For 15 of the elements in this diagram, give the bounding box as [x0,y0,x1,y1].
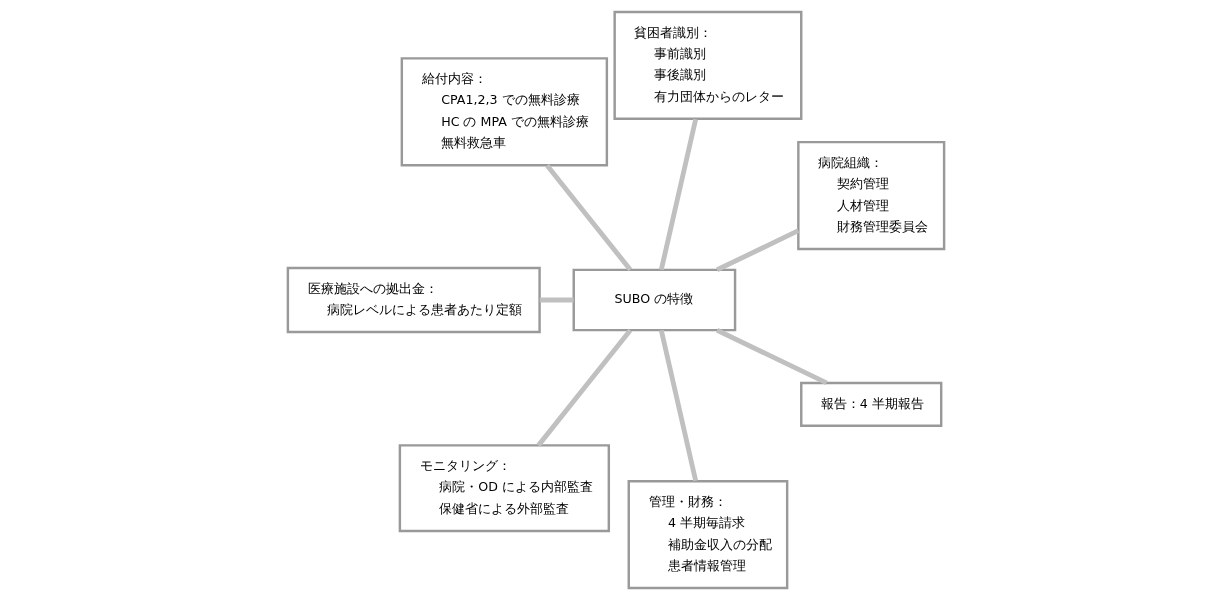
node-box: SUBO の特徴 [572,268,736,332]
node-box: 貧困者識別： 事前識別 事後識別 有力団体からのレター [612,10,802,121]
connector [544,164,632,272]
connector [536,328,632,447]
connector [658,118,698,271]
node-box: モニタリング： 病院・OD による内部監査 保健省による外部監査 [398,444,610,533]
connector [715,328,828,386]
node-box: 医療施設への拠出金： 病院レベルによる患者あたり定額 [286,266,541,334]
node-box: 管理・財務： 4 半期毎請求 補助金収入の分配 患者情報管理 [627,479,788,590]
node-box: 病院組織： 契約管理 人材管理 財務管理委員会 [796,140,945,251]
connector [658,329,698,482]
node-box: 給付内容： CPA1,2,3 での無料診療 HC の MPA での無料診療 無料救急車 [400,57,608,167]
connector [539,297,574,303]
node-box: 報告：4 半期報告 [799,381,942,428]
connector [715,228,799,272]
